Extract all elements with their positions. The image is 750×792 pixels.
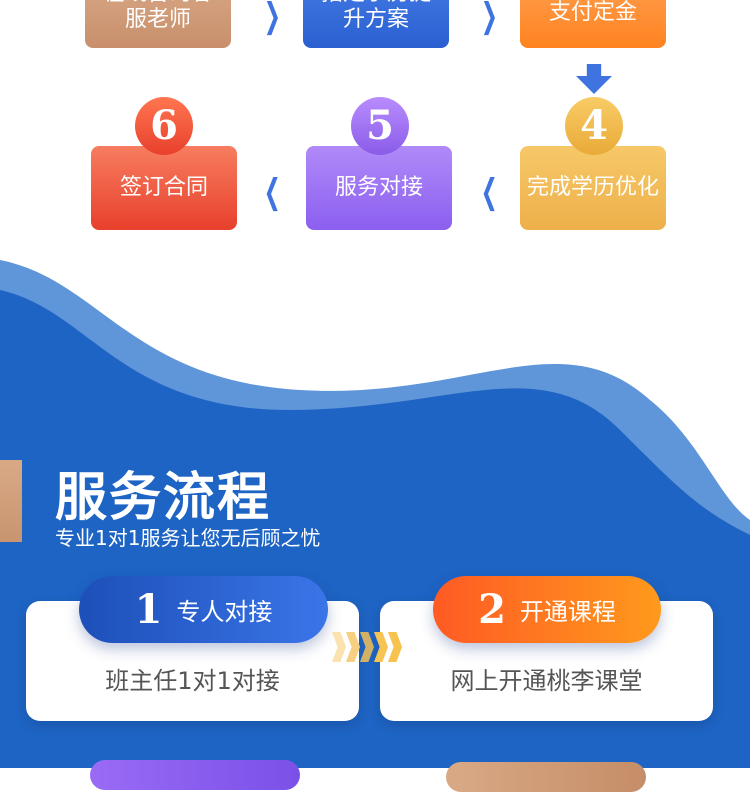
- step-pill-2: 2 开通课程: [433, 576, 661, 643]
- badge-6: 6: [135, 97, 193, 155]
- step-pill-4-partial: [446, 762, 646, 792]
- section-title: 服务流程: [55, 468, 272, 528]
- top-step-2: 指定学历提升方案: [303, 0, 449, 48]
- title-accent-bar: [0, 460, 22, 542]
- step-label: 签订合同: [119, 175, 208, 200]
- step-title: 开通课程: [519, 598, 616, 626]
- top-step-3: 支付定金: [520, 0, 666, 48]
- arrow-right-icon: ❯: [263, 0, 281, 36]
- bottom-step-5: 服务对接: [306, 146, 452, 230]
- chevrons-icon: [332, 632, 402, 662]
- section-subtitle: 专业1对1服务让您无后顾之忧: [55, 526, 321, 550]
- arrow-down-icon: [576, 64, 612, 94]
- step-number: 2: [478, 586, 506, 633]
- bottom-step-6: 签订合同: [91, 146, 237, 230]
- step-pill-3-partial: [90, 760, 300, 790]
- badge-5: 5: [351, 97, 409, 155]
- step-label: 在线咨询客服老师: [103, 0, 213, 32]
- step-label: 服务对接: [334, 175, 423, 200]
- arrow-left-icon: ❮: [263, 172, 281, 212]
- step-number: 1: [134, 586, 163, 633]
- step-label: 支付定金: [548, 0, 637, 25]
- arrow-left-icon: ❮: [480, 172, 498, 212]
- bottom-step-4: 完成学历优化: [520, 146, 666, 230]
- arrow-right-icon: ❯: [480, 0, 498, 36]
- step-desc: 网上开通桃李课堂: [450, 667, 643, 695]
- step-title: 专人对接: [176, 598, 273, 626]
- step-desc: 班主任1对1对接: [105, 667, 280, 695]
- step-pill-1: 1 专人对接: [79, 576, 328, 643]
- top-step-1: 在线咨询客服老师: [85, 0, 231, 48]
- badge-4: 4: [565, 97, 623, 155]
- step-label: 完成学历优化: [526, 175, 659, 200]
- step-label: 指定学历提升方案: [321, 0, 431, 32]
